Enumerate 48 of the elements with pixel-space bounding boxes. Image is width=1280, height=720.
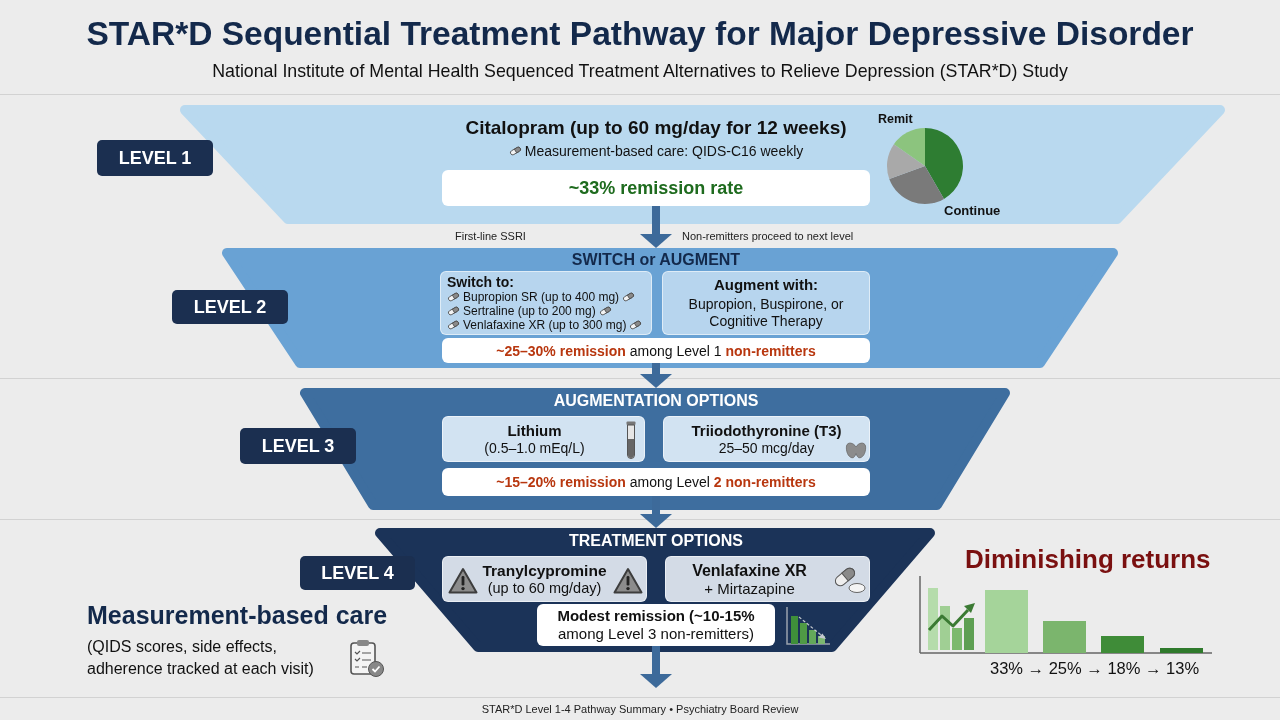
- dosage-text: 25–50 mcg/day: [718, 439, 815, 457]
- level-badge: LEVEL 1: [97, 140, 213, 176]
- drug-item: Bupropion SR (up to 400 mg): [463, 290, 620, 304]
- drug-item: Venlafaxine XR (up to 300 mg): [463, 318, 627, 332]
- pie-label: Remit: [878, 112, 913, 127]
- arrow: [640, 646, 672, 688]
- option-card: [663, 416, 870, 462]
- drug-heading: Citalopram (up to 60 mg/day for 12 weeks): [465, 116, 847, 139]
- diagram-title: STAR*D Sequential Treatment Pathway for Major Depressive Disorder: [86, 15, 1194, 53]
- arrow: [640, 363, 672, 388]
- option-card: [665, 556, 870, 602]
- option-card: [440, 271, 652, 335]
- result-box: ~15–20% remission among Level 2 non-remitters: [442, 468, 870, 496]
- note-text: First-line SSRI: [455, 229, 526, 243]
- option-card: [442, 556, 647, 602]
- drug-name: Tranylcypromine: [482, 561, 607, 580]
- pie-label: Continue: [944, 203, 1001, 218]
- section-heading: TREATMENT OPTIONS: [569, 532, 743, 550]
- level-badge: LEVEL 4: [300, 556, 415, 590]
- card-text: Bupropion, Buspirone, or Cognitive Therapy: [688, 296, 844, 330]
- note-heading: Measurement-based care: [87, 600, 388, 630]
- value-sequence: 33% → 25% → 18% → 13%: [990, 658, 1200, 678]
- level-badge: LEVEL 2: [172, 290, 288, 324]
- drug-item: Sertraline (up to 200 mg): [463, 304, 596, 318]
- card-heading: Switch to:: [447, 274, 514, 290]
- monitoring-note: Measurement-based care: QIDS-C16 weekly: [524, 142, 804, 160]
- drug-name: Lithium: [507, 421, 562, 440]
- drug-name: Triiodothyronine (T3): [691, 421, 842, 440]
- section-heading: SWITCH or AUGMENT: [571, 251, 741, 269]
- dosage-text: (up to 60 mg/day): [487, 579, 602, 597]
- combination-text: + Mirtazapine: [704, 579, 795, 597]
- footer-caption: STAR*D Level 1-4 Pathway Summary • Psychiatry Board Review: [481, 702, 799, 716]
- drug-name: Venlafaxine XR: [692, 561, 807, 580]
- dosage-text: (0.5–1.0 mEq/L): [484, 439, 585, 457]
- funnel-band: [180, 105, 1225, 224]
- result-box: Modest remission (~10-15% among Level 3 non-remitters): [537, 604, 775, 646]
- level-badge: LEVEL 3: [240, 428, 356, 464]
- arrow: [640, 206, 672, 248]
- result-box: ~25–30% remission among Level 1 non-remitters: [442, 338, 870, 363]
- chart-title: Diminishing returns: [965, 544, 1211, 574]
- note-text: (QIDS scores, side effects, adherence tracked at each visit): [87, 637, 315, 679]
- option-card: [662, 271, 870, 335]
- subtitle: National Institute of Mental Health Sequenced Treatment Alternatives to Relieve Depression (STAR*D) Study: [212, 61, 1068, 82]
- card-heading: Augment with:: [713, 276, 819, 294]
- section-heading: AUGMENTATION OPTIONS: [553, 392, 759, 410]
- edge-label: Non-remitters proceed to next level: [680, 229, 856, 243]
- option-card: [442, 416, 645, 462]
- result-box: ~33% remission rate: [442, 170, 870, 206]
